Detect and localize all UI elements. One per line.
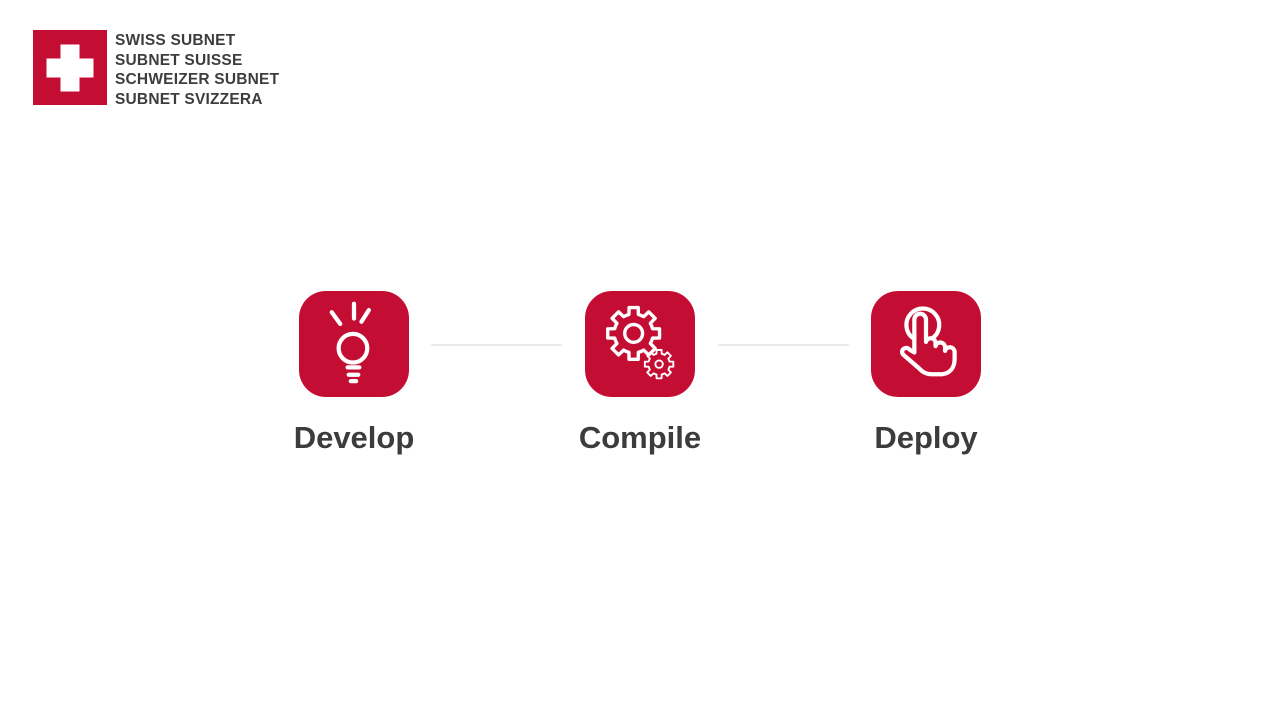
step-develop: Develop [211, 291, 497, 456]
step-deploy: Deploy [783, 291, 1069, 456]
lightbulb-icon [329, 301, 371, 384]
deploy-tile [871, 291, 981, 397]
connector-line-develop-compile [431, 344, 562, 346]
logo-wordmark: SWISS SUBNET SUBNET SUISSE SCHWEIZER SUB… [115, 30, 279, 109]
connector-line-compile-deploy [718, 344, 849, 346]
swiss-subnet-logo: SWISS SUBNET SUBNET SUISSE SCHWEIZER SUB… [33, 30, 279, 109]
large-gear [606, 305, 662, 361]
step-label-develop: Develop [293, 420, 415, 455]
step-label-compile: Compile [578, 420, 702, 455]
swiss-flag-icon [33, 30, 107, 105]
logo-line-en: SWISS SUBNET [115, 32, 236, 49]
compile-tile [585, 291, 695, 397]
step-compile: Compile [497, 291, 783, 456]
logo-line-de: SCHWEIZER SUBNET [115, 71, 280, 88]
step-label-deploy: Deploy [874, 420, 978, 455]
develop-tile [299, 291, 409, 397]
small-gear [643, 348, 675, 380]
logo-line-it: SUBNET SVIZZERA [115, 90, 263, 108]
tap-icon [899, 306, 957, 377]
gears-icon [606, 305, 675, 380]
logo-line-fr: SUBNET SUISSE [115, 51, 243, 69]
pipeline-diagram: Develop Compile [211, 291, 1069, 456]
swiss-cross-horizontal [46, 58, 94, 77]
